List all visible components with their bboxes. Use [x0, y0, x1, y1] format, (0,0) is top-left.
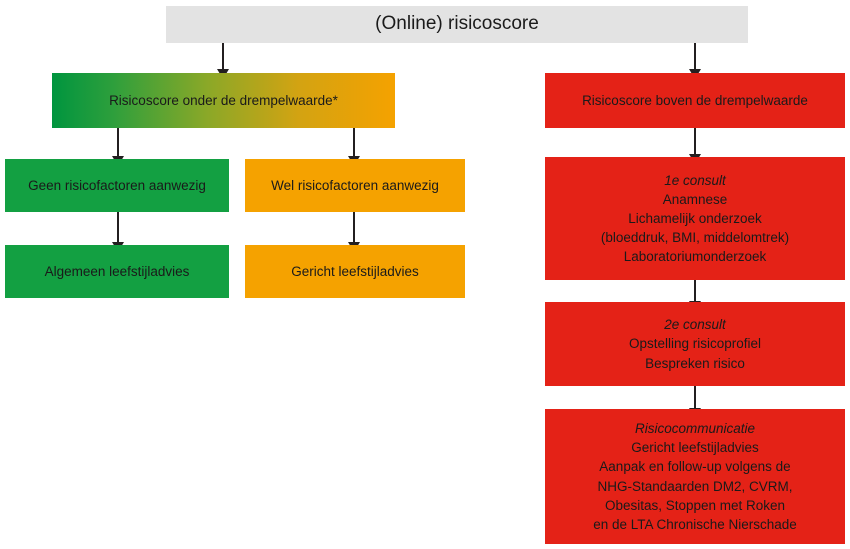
- node-line: NHG-Standaarden DM2, CVRM,: [597, 478, 793, 494]
- node-line: 2e consult: [664, 317, 726, 333]
- node-label: Algemeen leefstijladvies: [44, 263, 190, 279]
- node-line: Anamnese: [662, 191, 728, 207]
- node-label: Wel risicofactoren aanwezig: [271, 177, 439, 193]
- node-label: Gericht leefstijladvies: [291, 263, 419, 279]
- node-2e-consult: 2e consult Opstelling risicoprofiel Besp…: [545, 302, 845, 386]
- node-line: Gericht leefstijladvies: [631, 440, 759, 456]
- node-line: Opstelling risicoprofiel: [628, 336, 762, 352]
- node-line: Risicocommunicatie: [634, 421, 756, 437]
- node-risicocommunicatie: Risicocommunicatie Gericht leefstijladvi…: [545, 409, 845, 544]
- node-multiline-label: Risicocommunicatie Gericht leefstijladvi…: [553, 419, 837, 534]
- node-line: Obesitas, Stoppen met Roken: [604, 497, 786, 513]
- node-label: Risicoscore onder de drempelwaarde*: [109, 92, 338, 108]
- node-line: 1e consult: [664, 172, 726, 188]
- node-line: en de LTA Chronische Nierschade: [593, 516, 797, 532]
- node-1e-consult: 1e consult Anamnese Lichamelijk onderzoe…: [545, 157, 845, 280]
- node-line: Bespreken risico: [645, 355, 745, 371]
- node-line: (bloeddruk, BMI, middelomtrek): [600, 230, 790, 246]
- node-line: Aanpak en follow-up volgens de: [599, 459, 791, 475]
- node-label: Geen risicofactoren aanwezig: [28, 177, 206, 193]
- node-line: Laboratoriumonderzoek: [623, 249, 767, 265]
- node-label: (Online) risicoscore: [375, 13, 539, 35]
- node-gericht-leefstijladvies: Gericht leefstijladvies: [245, 245, 465, 298]
- node-wel-risicofactoren-aanwezig: Wel risicofactoren aanwezig: [245, 159, 465, 212]
- node-risicoscore-boven-drempelwaarde: Risicoscore boven de drempelwaarde: [545, 73, 845, 128]
- node-algemeen-leefstijladvies: Algemeen leefstijladvies: [5, 245, 229, 298]
- node-label: Risicoscore boven de drempelwaarde: [582, 92, 808, 108]
- node-risicoscore-onder-drempelwaarde: Risicoscore onder de drempelwaarde*: [52, 73, 395, 128]
- node-multiline-label: 2e consult Opstelling risicoprofiel Besp…: [553, 315, 837, 372]
- node-line: Lichamelijk onderzoek: [628, 210, 762, 226]
- node-multiline-label: 1e consult Anamnese Lichamelijk onderzoe…: [553, 171, 837, 267]
- node-online-risicoscore: (Online) risicoscore: [166, 6, 748, 43]
- node-geen-risicofactoren-aanwezig: Geen risicofactoren aanwezig: [5, 159, 229, 212]
